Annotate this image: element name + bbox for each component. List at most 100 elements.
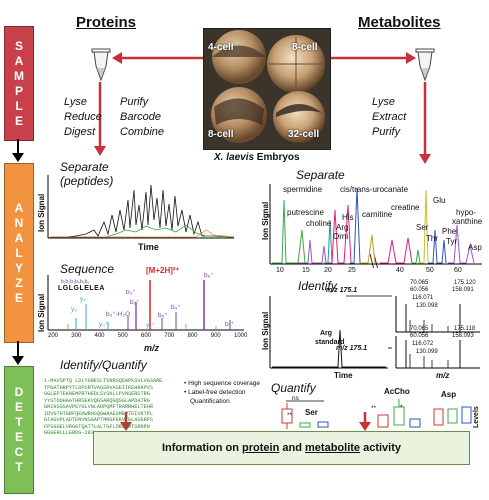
peak-choline: choline: [306, 219, 332, 228]
seq-tick-label: 500: [117, 333, 128, 339]
bullet-label-free: • Label-free detection: [184, 388, 246, 396]
seq-b-ions: b₁b₂b₃b₄b₅b₆: [61, 279, 90, 285]
identify-value-label: 130.098: [416, 303, 438, 309]
peak-urocanate: cis/trans-urocanate: [340, 185, 409, 194]
quantify-boxplots: [281, 399, 472, 429]
peak-ser: Ser: [416, 223, 429, 232]
sequence-spectrum: [47, 275, 244, 331]
identify-value-label: 116.072: [412, 341, 434, 347]
seq-b3: b₃⁺: [126, 289, 136, 296]
embryo-label-4cell: 4-cell: [208, 42, 234, 53]
info-box: Information on protein and metabolite ac…: [93, 431, 470, 465]
step-barcode: Barcode: [120, 110, 161, 123]
metabolite-tube-icon: [415, 48, 435, 82]
info-suffix: activity: [363, 442, 402, 454]
peak-putrescine: putrescine: [287, 208, 324, 217]
seq-tick-label: 300: [71, 333, 82, 339]
peak-carnitine: carnitine: [362, 210, 393, 219]
quantify-accho-sig2: *: [400, 404, 403, 411]
stage-letter: E: [14, 113, 23, 128]
info-protein: protein: [242, 442, 280, 454]
bullet-coverage-text: High sequence coverage: [188, 380, 261, 387]
stage-letter: L: [15, 245, 23, 260]
quantify-accho-sig1: **: [371, 405, 377, 412]
seq-tick-label: 900: [210, 333, 221, 339]
stage-letter: T: [15, 460, 23, 474]
step-lyse-m: Lyse: [372, 96, 396, 108]
step-digest: Digest: [64, 125, 96, 138]
seq-y1: y₁: [80, 296, 86, 303]
peak-tyr: Tyr: [446, 237, 458, 246]
identify-value-label: 130.099: [416, 349, 438, 355]
stage-letter: M: [14, 68, 24, 83]
seq-precursor: [M+2H]²⁺: [146, 266, 180, 275]
metabolite-tick-label: 20: [324, 267, 332, 274]
sequence-line: 1-MAVSPTQ LDLYGRESLTSNRSQDAPKSVLVGSARE: [44, 378, 163, 384]
separate-peptides-title: Separate (peptides): [60, 160, 114, 189]
proteins-header: Proteins: [76, 14, 137, 31]
sequence-title: Sequence: [60, 262, 115, 276]
step-extract: Extract: [372, 110, 407, 123]
identify-quantify-title: Identify/Quantify: [60, 358, 147, 372]
stage-letter: E: [14, 430, 23, 444]
step-combine: Combine: [120, 125, 165, 138]
seq-tick-label: 1000: [234, 333, 248, 339]
embryo-label-8cell-bottom: 8-cell: [208, 129, 234, 140]
sequence-line: IDVGTHTGRFQEKWRHSQGWAAEGMEPTEIVKTPL: [44, 410, 153, 417]
peak-hypo: hypo-: [456, 208, 477, 217]
embryo-label-8cell-top: 8-cell: [292, 42, 318, 53]
metabolite-tick-label: 40: [396, 267, 404, 274]
peak-glu: Glu: [433, 196, 446, 205]
quantify-levels: Levels: [473, 406, 480, 428]
identify-value-label: 70.065: [410, 326, 429, 332]
sequence-ylabel: Ion Signal: [37, 293, 46, 332]
separate-peptides-title-l1: Separate: [60, 160, 109, 174]
identify-panel: [269, 295, 480, 369]
protein-bullets: • High sequence coverage • Label-free de…: [184, 380, 260, 406]
step-purify-m: Purify: [372, 125, 401, 138]
seq-tick-label: 600: [141, 333, 152, 339]
peptides-ylabel: Ion Signal: [37, 193, 46, 232]
quantify-title: Quantify: [271, 381, 316, 395]
embryo-caption-rest: Embryos: [254, 152, 300, 163]
stage-letter: C: [14, 445, 24, 459]
quantify-accho-label: AcCho: [384, 387, 410, 396]
identify-mz-top: m/z 175.1: [326, 287, 358, 294]
seq-b3-h2o: b₃⁺-H₂O: [106, 311, 131, 318]
seq-tick-label: 800: [187, 333, 198, 339]
sequence-line: GTAGVPLADTENVNSGAPTMRGFEKVTGLASERPS: [44, 417, 153, 423]
identify-value-label: 175.118: [454, 326, 476, 332]
separate-metabolites-title: Separate: [296, 168, 345, 182]
sequence-line: GGLEPTEKHEMPRTHEDLSYSKLLPVNSERSTRG: [44, 391, 150, 397]
identify-arg-label: Arg: [320, 330, 333, 337]
identify-value-label: 158.093: [452, 333, 474, 339]
identify-value-label: 60.056: [410, 287, 429, 293]
stage-letter: S: [14, 38, 23, 53]
seq-b5: b₅⁺: [158, 312, 168, 319]
identify-value-label: 60.056: [410, 333, 429, 339]
quantify-asp-label: Asp: [441, 390, 457, 399]
metabolite-tick-label: 10: [276, 267, 284, 274]
stage-letter: N: [14, 215, 24, 230]
step-purify: Purify: [120, 96, 149, 108]
identify-mz-bottom: m/z 175.1: [336, 345, 368, 352]
peptides-xlabel: Time: [138, 242, 159, 252]
protein-steps-left: Lyse Reduce Digest: [64, 95, 102, 140]
stage-letter: P: [14, 83, 23, 98]
metabolite-steps: Lyse Extract Purify: [372, 95, 406, 140]
peak-asp: Asp: [468, 243, 482, 252]
identify-xlabel-left: Time: [334, 371, 353, 380]
bullet-label-free-text: Label-free detection: [188, 388, 246, 396]
seq-b6: b₆⁺: [204, 272, 214, 279]
separate-peptides-title-l2: (peptides): [60, 173, 114, 188]
stage-letter: D: [14, 385, 24, 399]
stage-letter: A: [14, 53, 24, 68]
stage-arrows: [12, 139, 24, 365]
sequence-line: FPSGGELVRGGTQATTLALTGFLDRLSRTSRNPN: [44, 423, 150, 430]
metabolite-tick-label: 25: [348, 267, 356, 274]
